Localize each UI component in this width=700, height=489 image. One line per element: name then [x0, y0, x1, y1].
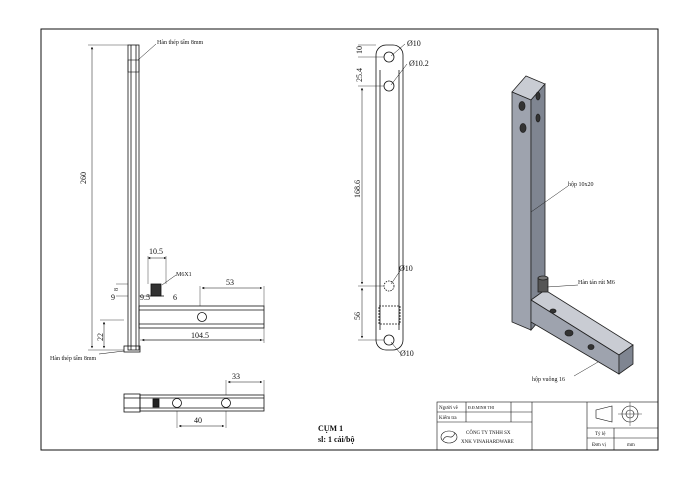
dim-33: 33 [232, 372, 240, 381]
assembly-quantity: sl: 1 cái/bộ [318, 435, 354, 444]
dim-10-5: 10.5 [149, 247, 163, 256]
dim-8: 8 [114, 288, 120, 291]
dim-56: 56 [353, 312, 362, 320]
dim-168-6: 168.6 [353, 180, 362, 198]
drawn-by-label: Người vẽ [439, 406, 459, 411]
unit-label: Đơn vị [592, 443, 607, 448]
scale-label: Tỷ lệ [595, 432, 606, 437]
upright-profile [127, 44, 140, 351]
callout-hole-lower: Ø10 [399, 264, 413, 273]
dim-9: 9 [111, 293, 115, 302]
checked-label: Kiểm tra [439, 415, 457, 421]
callout-hole-top: Ø10 [407, 39, 421, 48]
arm-profile [138, 305, 265, 329]
drawn-by-value: Đ.Đ.MINH THI [468, 405, 495, 410]
label-square-tube-16: hộp vuông 16 [532, 377, 565, 383]
top-view [123, 380, 265, 428]
dim-40: 40 [194, 416, 202, 425]
dim-22: 22 [96, 333, 105, 341]
callout-hole-bottom: Ø10 [400, 349, 414, 358]
title-block [436, 401, 659, 451]
dim-6: 6 [173, 293, 177, 302]
note-top-weld-plate: Hàn thép tấm 8mm [157, 39, 203, 46]
dim-9-5: 9.5 [140, 293, 150, 302]
label-box-10x20: hộp 10x20 [568, 182, 594, 188]
isometric-view [511, 75, 634, 377]
front-view [88, 43, 265, 355]
company-line-1: CÔNG TY TNHH SX [466, 430, 511, 436]
dim-104-5: 104.5 [191, 331, 209, 340]
side-view [358, 43, 408, 354]
note-bottom-weld-plate: Hàn thép tấm 8mm [50, 355, 96, 362]
unit-value: mm [627, 443, 635, 448]
callout-hole-second: Ø10.2 [409, 59, 429, 68]
dim-m6-thread: M6X1 [176, 272, 192, 278]
dim-53: 53 [226, 278, 234, 287]
sheet-border [40, 28, 659, 451]
assembly-name: CỤM 1 [318, 424, 343, 433]
label-weld-nut-m6: Hàn tán rút M6 [578, 280, 615, 286]
dim-height-260: 260 [79, 172, 88, 184]
dim-10-top: 10 [355, 46, 364, 54]
company-line-2: XNK VINAHARDWARE [461, 440, 514, 445]
dim-25-4: 25.4 [355, 68, 364, 82]
